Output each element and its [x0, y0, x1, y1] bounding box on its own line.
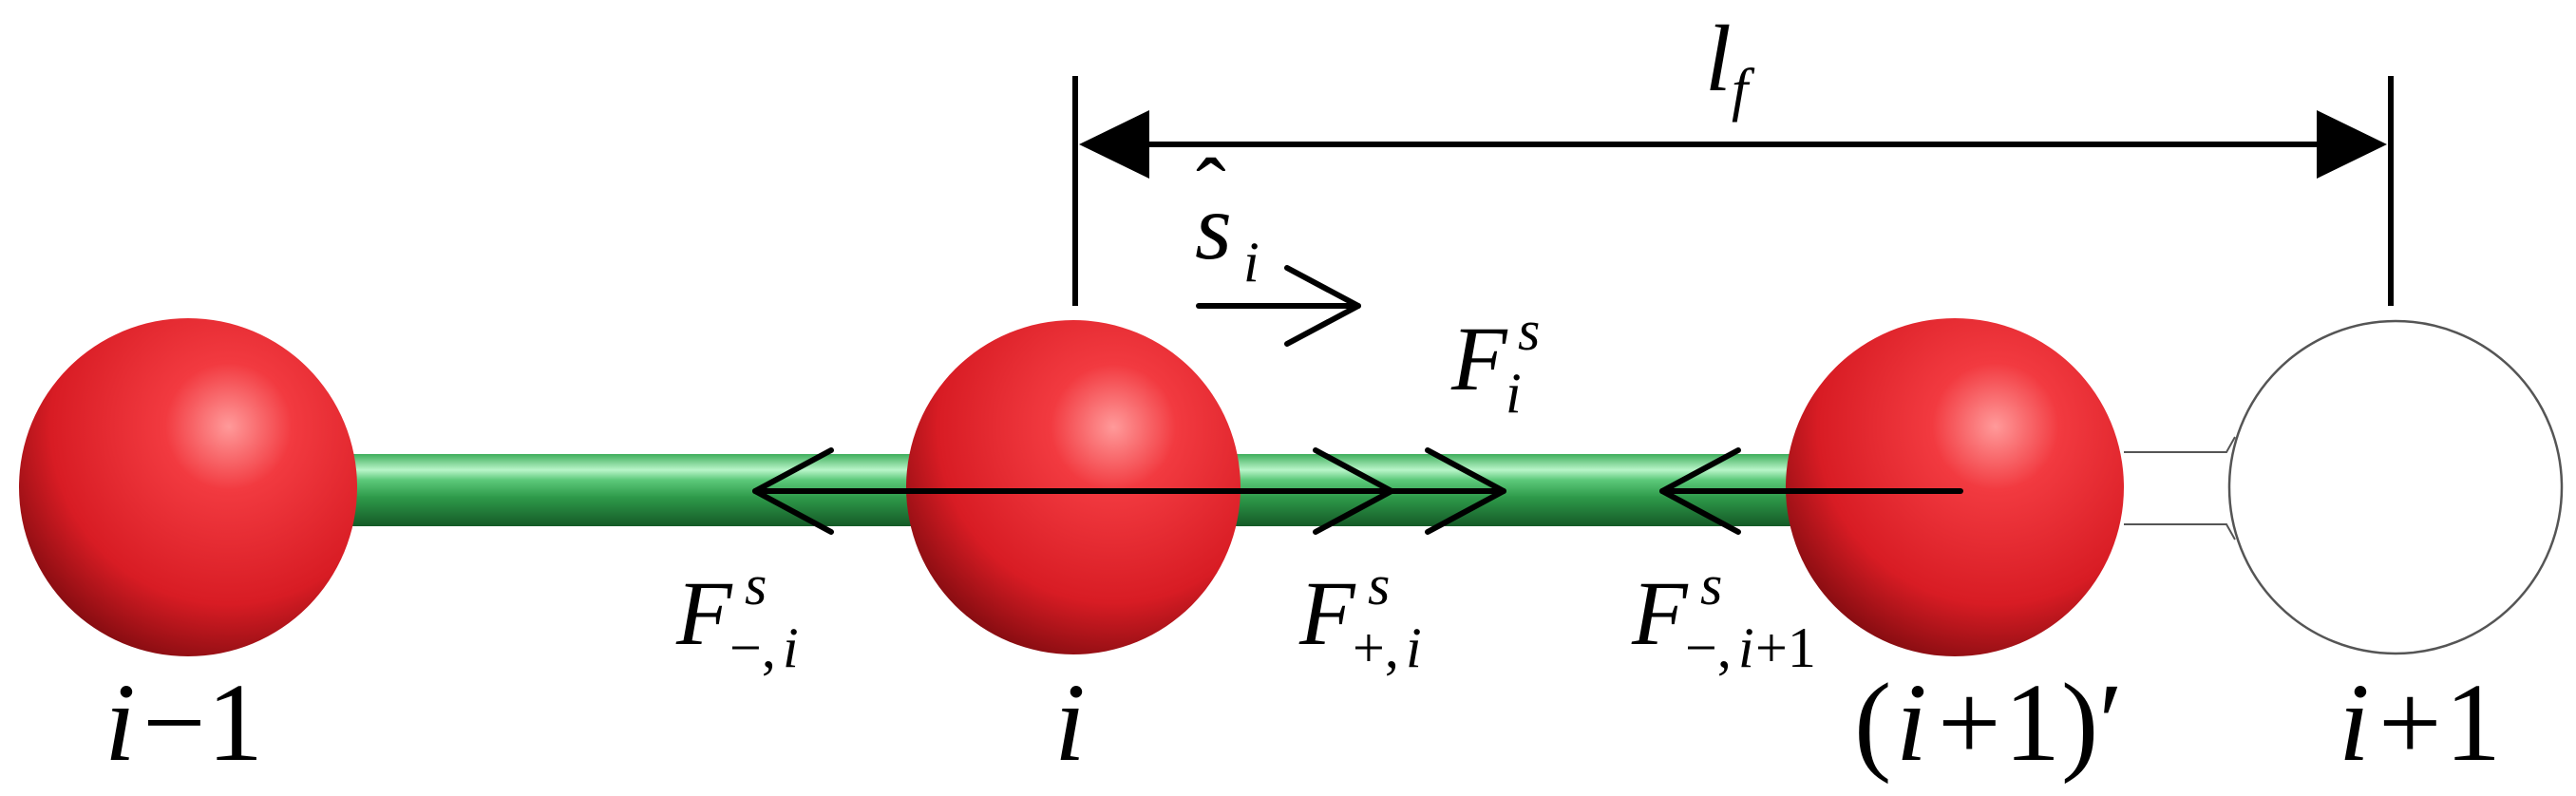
force-arrowhead-minus-i — [752, 447, 834, 535]
force-minus-i1-label-base: F — [1631, 562, 1689, 664]
force-minus-i-label: F s −, i — [675, 522, 799, 687]
unit-vector-label-sub: i — [1243, 231, 1260, 294]
force-total-label: F s i — [1450, 268, 1563, 425]
bead-next-prime-label-op: + — [1938, 660, 2001, 785]
force-arrowhead-total-i — [1425, 447, 1506, 535]
bead-prev-label-num: 1 — [207, 660, 263, 785]
bead-next-prime-label-close: )′ — [2061, 660, 2123, 785]
length-label: l f — [1705, 6, 1755, 123]
bead-next-label-num: 1 — [2445, 660, 2501, 785]
force-total-label-sub: i — [1506, 362, 1522, 425]
bead-next-prime-label-base: i — [1896, 660, 1927, 785]
unit-vector-label: s ˆ i — [1195, 136, 1260, 294]
unit-vector-label-hat: ˆ — [1196, 140, 1226, 240]
bead-next-label: i + 1 — [2339, 660, 2501, 785]
force-minus-i1-label-sub-sign: −, — [1685, 616, 1732, 679]
dimension-arrowhead-right — [2317, 110, 2387, 179]
bead-i-label: i — [1054, 660, 1086, 785]
force-total-label-base: F — [1450, 308, 1508, 409]
force-plus-i-label-sup: s — [1368, 554, 1390, 616]
unit-vector-arrowhead — [1284, 265, 1361, 347]
force-plus-i-label-base: F — [1298, 562, 1356, 664]
force-minus-i1-label-sub: i — [1738, 616, 1754, 679]
bead-next-prime-label: ( i + 1 )′ — [1854, 660, 2123, 785]
ghost-connector — [2124, 436, 2236, 540]
force-plus-i-label-sub-sign: +, — [1353, 616, 1399, 679]
force-plus-i-label: F s +, i — [1298, 522, 1422, 687]
force-minus-i1-label-sup: s — [1700, 554, 1722, 616]
length-label-sub: f — [1732, 58, 1755, 123]
bead-prev — [19, 318, 357, 656]
force-minus-i1-label: F s −, i +1 — [1631, 522, 1816, 687]
force-minus-i-label-sub-sign: −, — [729, 616, 776, 679]
force-minus-i1-label-sub-op: +1 — [1755, 616, 1816, 679]
bead-prev-label: i − 1 — [104, 660, 263, 785]
bead-next-hollow — [2227, 319, 2564, 655]
bead-next-label-op: + — [2378, 660, 2442, 785]
length-dimension — [1072, 76, 2394, 306]
dimension-arrowhead-left — [1079, 110, 1149, 179]
bead-next-prime — [1786, 318, 2124, 656]
bead-next-prime-label-num: 1 — [2004, 660, 2060, 785]
bead-i — [906, 320, 1241, 654]
bead-i-label-base: i — [1054, 660, 1086, 785]
force-minus-i-label-sup: s — [745, 554, 767, 616]
length-label-base: l — [1705, 6, 1732, 111]
force-minus-i-label-sub: i — [783, 616, 799, 679]
bead-prev-label-op: − — [142, 660, 206, 785]
bead-next-prime-label-open: ( — [1854, 660, 1891, 785]
force-total-label-sup: s — [1518, 299, 1540, 362]
force-minus-i-label-base: F — [675, 562, 733, 664]
force-arrowhead-minus-i1 — [1659, 447, 1741, 535]
bead-next-label-base: i — [2339, 660, 2370, 785]
force-plus-i-label-sub: i — [1406, 616, 1422, 679]
bead-prev-label-base: i — [104, 660, 136, 785]
